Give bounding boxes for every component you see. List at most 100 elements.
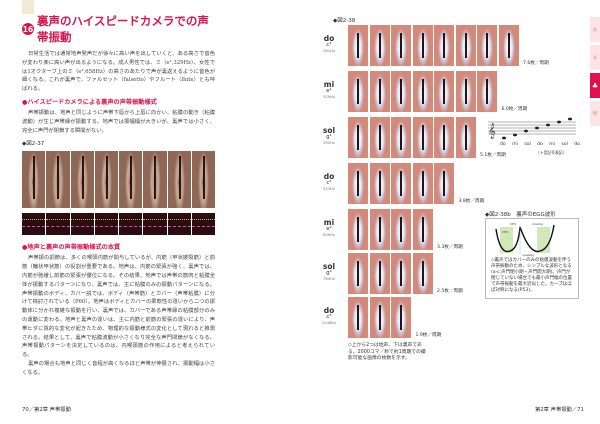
figure-2-38-label: ◆図2-38	[333, 18, 356, 24]
vocal-fold-frame	[455, 117, 476, 158]
egg-waveform-frame	[191, 213, 216, 236]
egg-waveform-frame	[143, 213, 167, 236]
vocal-fold-frame	[477, 25, 497, 66]
vocal-fold-frame	[434, 163, 454, 204]
frames-per-cycle: 7.6枚／周期	[523, 61, 549, 66]
page-footer-right: 第2章 声帯振動／71	[535, 407, 584, 413]
solfege: do	[323, 172, 335, 181]
paragraph-highspeed: 声帯振動は、地声と同じように声帯下唇から上唇に向かい、粘膜の動き（粘膜波動）が生…	[22, 109, 215, 134]
vocal-fold-frame	[22, 151, 46, 209]
vocal-fold-frame	[348, 71, 368, 112]
vocal-fold-frame	[46, 151, 70, 209]
frequency: 392Hz	[322, 140, 336, 145]
egg-mark: opening	[522, 253, 534, 257]
vocal-fold-frame	[477, 71, 497, 112]
figure-2-37-waveforms	[22, 213, 216, 236]
figure-2-38-caption: ◇上から2つは地声、下は裏声である。2000コマ／秒で約1周期での撮影可能な画像…	[348, 343, 426, 361]
egg-waveform-frame	[167, 213, 192, 236]
figure-2-37-label: ◆図2-37	[22, 141, 45, 148]
vocal-fold-frame	[369, 163, 390, 204]
frequency: 261Hz	[322, 48, 336, 53]
frame-row: 7.6枚／周期	[348, 25, 549, 66]
club-icon: ♣	[591, 81, 599, 90]
vocal-fold-frame	[391, 71, 411, 112]
staff-note-label: sol	[524, 142, 531, 147]
vocal-fold-frame	[391, 163, 411, 204]
staff-note-label: mi	[549, 142, 555, 147]
vocal-fold-frame	[348, 117, 368, 158]
pitch: g¹	[326, 134, 332, 140]
egg-waveform-frame	[70, 213, 95, 236]
section-title: 16 裏声のハイスピードカメラでの声帯振動	[22, 13, 215, 45]
staff-note	[568, 117, 572, 121]
vocal-fold-frame	[412, 253, 433, 294]
vocal-fold-frame	[412, 209, 433, 250]
vocal-fold-frame	[391, 117, 411, 158]
side-tab-spade[interactable]: ♠	[590, 17, 600, 42]
vocal-fold-frame	[391, 25, 411, 66]
vocal-fold-frame	[455, 25, 476, 66]
vocal-fold-frame	[348, 25, 368, 66]
vocal-fold-frame	[412, 25, 433, 66]
frames-per-cycle: 3.8枚／周期	[458, 199, 485, 204]
side-tab-diamond[interactable]: ♦	[590, 45, 600, 70]
side-tab-club-active[interactable]: ♣	[590, 73, 600, 98]
frequency: 1046Hz	[321, 320, 337, 325]
vocal-fold-frame	[369, 71, 390, 112]
side-tab-heart[interactable]: ♥	[590, 101, 600, 126]
egg-waveform-box: CR1 CR2 closing opening ◇裏声ではカバーのみの粘膜波動を…	[485, 218, 579, 299]
egg-waveform-frame	[94, 213, 119, 236]
staff-note-label: do	[537, 142, 543, 147]
egg-mark: CR2	[502, 230, 509, 234]
solfege: mi	[323, 80, 335, 89]
pitch: c¹	[326, 42, 332, 48]
treble-clef-icon: 𝄞	[488, 124, 496, 139]
frequency: 659Hz	[322, 232, 336, 237]
frequency: 523Hz	[322, 186, 336, 191]
staff-note-label: mi	[512, 142, 518, 147]
frame-row: 3.8枚／周期	[348, 163, 484, 204]
pitch: g²	[326, 270, 332, 276]
vocal-fold-frame	[167, 151, 191, 209]
frames-per-cycle: 5.1枚／周期	[480, 153, 506, 158]
music-staff: 𝄞	[488, 117, 576, 140]
vocal-fold-frame	[119, 151, 143, 209]
solfege: sol	[322, 262, 336, 271]
vocal-fold-frame	[191, 151, 215, 209]
frame-row: 6.0枚／周期	[348, 71, 527, 112]
spade-icon: ♠	[591, 25, 599, 34]
vocal-fold-frame	[391, 297, 411, 338]
vocal-fold-frame	[455, 71, 476, 112]
frequency: 329Hz	[322, 94, 336, 99]
left-page-column: 16 裏声のハイスピードカメラでの声帯振動 日常生活では通常地声発声だが徐々に高…	[22, 13, 216, 378]
staff-note	[502, 136, 506, 140]
vocal-fold-frame	[70, 151, 94, 209]
section-number: 16	[22, 23, 34, 35]
frame-row: 2.5枚／周期	[348, 253, 463, 294]
vocal-fold-frame	[369, 25, 390, 66]
heart-icon: ♥	[591, 109, 599, 118]
frame-row: 1.9枚／周期	[348, 297, 441, 338]
vocal-fold-frame	[498, 25, 519, 66]
frames-per-cycle: 3.3枚／周期	[437, 245, 463, 250]
vocal-fold-frame	[391, 253, 411, 294]
frequency: 784Hz	[322, 276, 336, 281]
frame-row: 5.1枚／周期	[348, 117, 506, 158]
page-footer-left: 70／第2章 声帯振動	[22, 407, 71, 413]
title-text: 裏声のハイスピードカメラでの声帯振動	[37, 14, 209, 44]
vocal-fold-frame	[434, 25, 454, 66]
frames-per-cycle: 6.0枚／周期	[501, 107, 528, 112]
pitch: e¹	[326, 88, 332, 94]
staff-note	[546, 123, 550, 127]
staff-note	[524, 129, 528, 133]
pitch: c²	[326, 180, 332, 186]
vocal-fold-frame	[369, 297, 390, 338]
page-tab-decoration	[22, 0, 34, 14]
solfege: mi	[323, 218, 335, 227]
